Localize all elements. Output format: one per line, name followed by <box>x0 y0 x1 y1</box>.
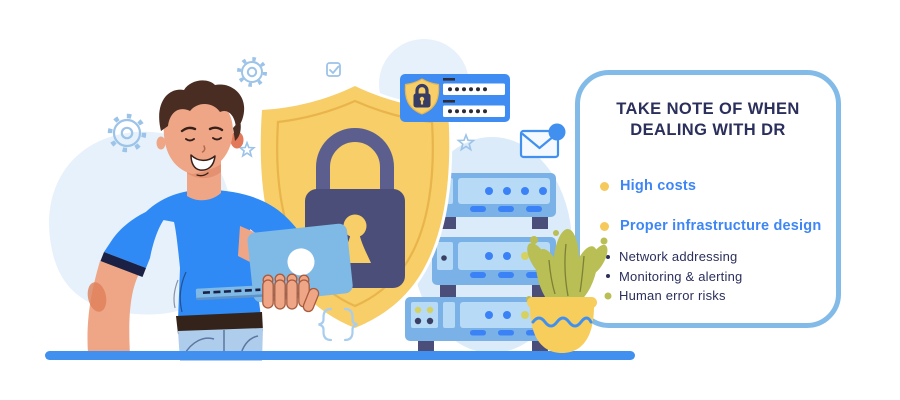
bullet-label: Proper infrastructure design <box>620 218 822 234</box>
sub-bullet-dot <box>606 274 610 279</box>
bullet-label: High costs <box>620 178 697 194</box>
background-blob-left <box>49 131 233 315</box>
sub-bullet-list: Network addressing Monitoring & alerting… <box>606 247 742 306</box>
background-circle-top <box>379 39 469 129</box>
gear-icon <box>107 113 147 153</box>
sub-bullet-dot <box>606 293 610 298</box>
laptop-logo <box>287 248 315 276</box>
checkbox-checked-icon <box>326 62 341 77</box>
gear-icon <box>237 57 267 87</box>
mail-icon <box>519 123 566 159</box>
sub-bullet-label: Human error risks <box>619 288 726 304</box>
card-title-line1: TAKE NOTE OF WHEN <box>616 100 800 118</box>
hand <box>262 273 320 313</box>
notification-badge <box>548 123 566 141</box>
bullet-high-costs: High costs <box>600 178 696 194</box>
sub-bullet-label: Network addressing <box>619 249 738 265</box>
sub-bullet-label: Monitoring & alerting <box>619 268 743 284</box>
card-title: TAKE NOTE OF WHEN DEALING WITH DR <box>580 99 836 141</box>
password-panel-icon <box>400 74 510 122</box>
server-rack <box>405 173 556 351</box>
background-blob-right <box>412 137 572 353</box>
bullet-dot <box>600 221 609 231</box>
lock-shackle <box>316 128 394 193</box>
sub-bullet: Human error risks <box>606 286 742 306</box>
lock-body <box>305 189 405 288</box>
sub-bullet: Network addressing <box>606 247 742 267</box>
star-icon <box>457 134 475 151</box>
bullet-dot <box>600 181 609 191</box>
laptop <box>195 223 353 313</box>
code-braces-icon <box>318 307 358 342</box>
sub-bullet: Monitoring & alerting <box>606 267 742 287</box>
ground-line <box>45 351 635 360</box>
bullet-infrastructure: Proper infrastructure design <box>600 218 821 234</box>
sub-bullet-dot <box>606 254 610 259</box>
card-title-line2: DEALING WITH DR <box>630 121 786 139</box>
shield-lock-icon <box>257 82 453 332</box>
person <box>87 80 308 361</box>
star-icon <box>239 141 255 157</box>
keyhole <box>343 214 367 238</box>
note-card: TAKE NOTE OF WHEN DEALING WITH DR High c… <box>575 70 841 328</box>
